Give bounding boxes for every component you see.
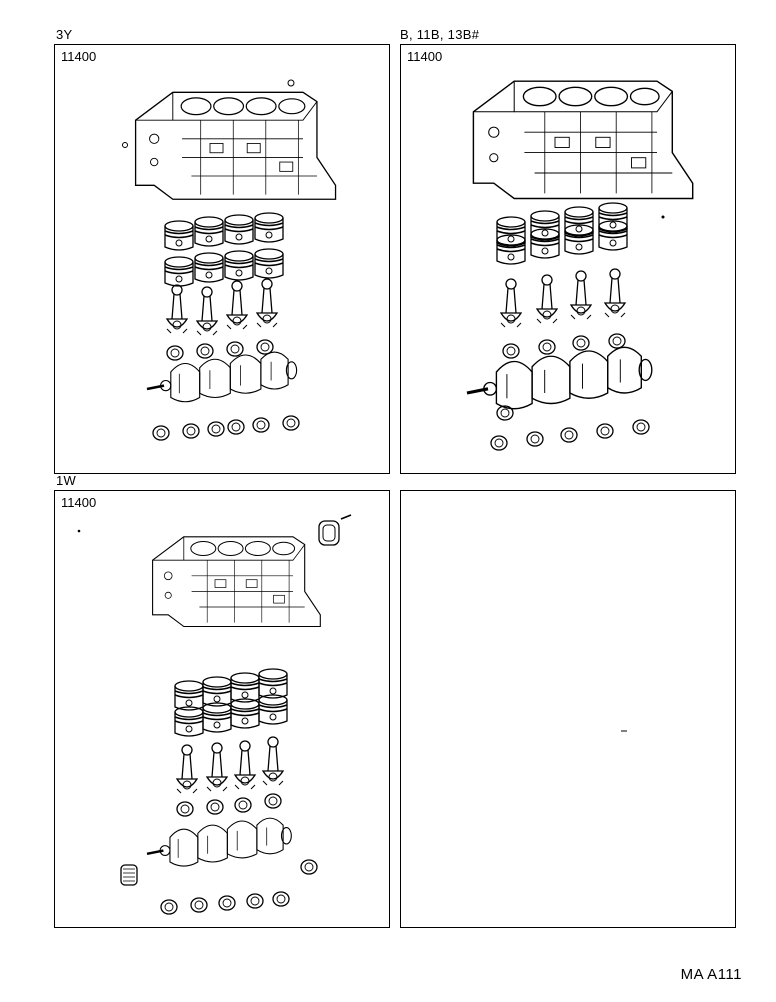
diagram-panel-empty: [400, 490, 736, 928]
diagram-panel-3y[interactable]: 11400: [54, 44, 390, 474]
diagram-panel-b-11b-13b[interactable]: 11400: [400, 44, 736, 474]
part-number-3y: 11400: [61, 49, 97, 64]
engine-parts-illustration-3y: [122, 79, 337, 441]
diagram-code: MA A111: [680, 966, 742, 983]
engine-parts-illustration-1w: [77, 514, 352, 915]
part-number-b-11b-13b: 11400: [407, 49, 443, 64]
empty-panel-marks: [621, 730, 627, 732]
engine-label-1w: 1W: [56, 473, 77, 488]
part-number-1w: 11400: [61, 495, 97, 510]
engine-label-b-11b-13b: B, 11B, 13B#: [400, 27, 480, 42]
engine-parts-illustration-b-11b-13b: [465, 80, 694, 451]
engine-label-3y: 3Y: [56, 27, 73, 42]
diagram-panel-1w[interactable]: 11400: [54, 490, 390, 928]
